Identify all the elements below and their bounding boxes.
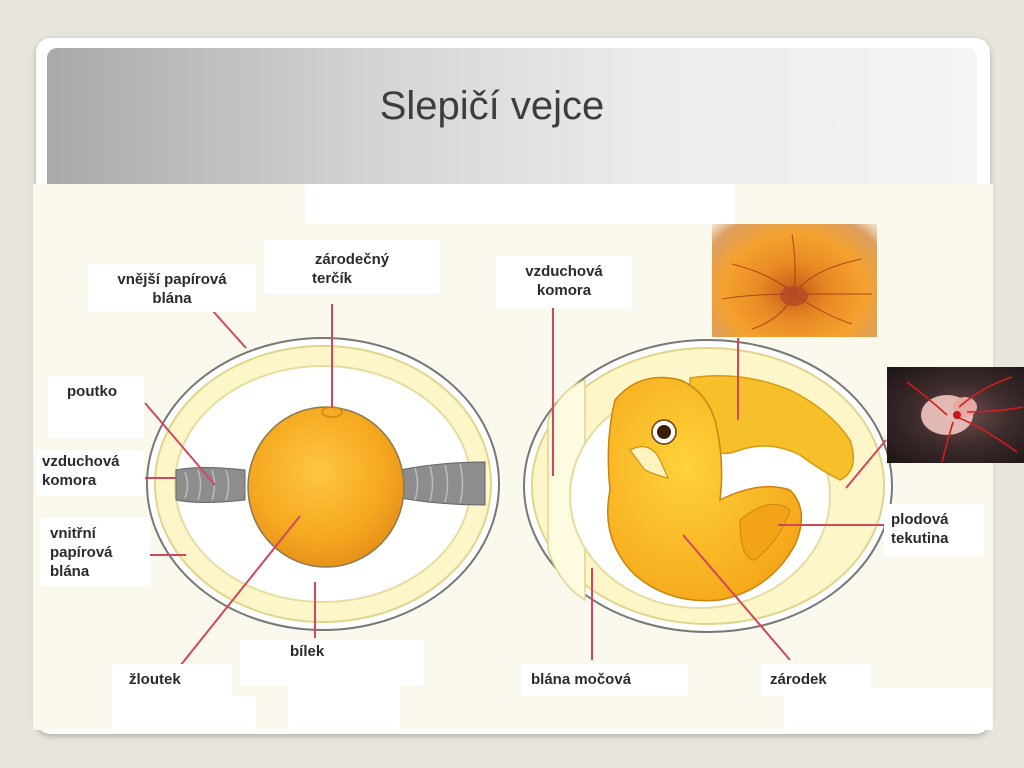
- embryo-pupil: [657, 425, 671, 439]
- chalaza-left: [175, 467, 246, 503]
- embryo-photo-early: [712, 224, 877, 337]
- label-allantois: blána močová: [522, 664, 688, 696]
- air-cell-right: [547, 378, 586, 602]
- title-bar: [47, 48, 977, 184]
- label-albumen-blank: [288, 686, 400, 730]
- chalaza-right: [399, 461, 486, 506]
- top-blank-box: [305, 184, 735, 224]
- label-chalaza: poutko: [48, 376, 144, 438]
- embryo-beak: [629, 446, 669, 479]
- embryo-leg: [739, 503, 791, 561]
- slide-title: Slepičí vejce: [379, 84, 605, 128]
- vessel-pattern-icon: [721, 233, 872, 330]
- label-air-cell-left: vzduchová komora: [36, 450, 144, 496]
- embryo-vessels-icon: [906, 376, 1024, 463]
- label-amniotic-fluid: plodová tekutina: [884, 504, 984, 556]
- label-yolk: žloutek: [112, 664, 232, 696]
- label-air-cell-right: vzduchová komora: [496, 256, 632, 308]
- label-yolk-blank: [112, 696, 256, 730]
- yolk-sphere: [247, 406, 405, 568]
- label-outer-membrane: vnější papírová blána: [88, 264, 256, 312]
- fresh-egg: [146, 337, 500, 631]
- label-germinal-disc: zárodečný terčík: [264, 240, 440, 294]
- label-inner-membrane: vnitřní papírová blána: [40, 518, 150, 586]
- label-embryo-blank: [784, 688, 992, 730]
- leader-lines: [144, 304, 887, 667]
- label-albumen: bílek: [240, 640, 424, 686]
- developing-egg: [523, 339, 893, 633]
- embryo-photo-late: [887, 367, 1024, 463]
